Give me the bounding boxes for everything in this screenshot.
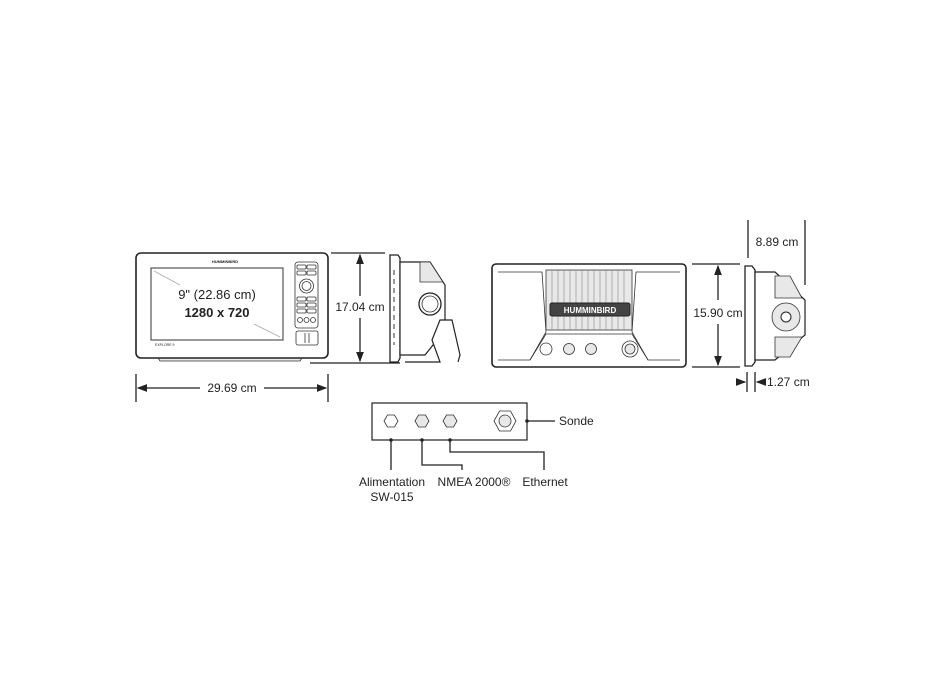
back-height-label: 15.90 cm xyxy=(693,306,742,320)
width-label: 29.69 cm xyxy=(207,381,256,395)
ethernet-label: Ethernet xyxy=(522,475,568,489)
back-view: HUMMINBIRD xyxy=(491,263,687,368)
height-dimension-front: 17.04 cm xyxy=(310,252,400,364)
ethernet-connector xyxy=(442,414,458,428)
power-label: Alimentation xyxy=(359,475,425,489)
resolution-label: 1280 x 720 xyxy=(184,305,249,320)
power-connector xyxy=(383,414,399,428)
screen xyxy=(150,267,284,341)
connector-panel: Alimentation SW-015 NMEA 2000® Ethernet … xyxy=(359,402,594,504)
power-cable-label: SW-015 xyxy=(370,490,413,504)
brand-logo-back: HUMMINBIRD xyxy=(564,306,617,315)
model-label: EXPLORE 9 xyxy=(155,343,175,347)
side-view-flush xyxy=(744,265,806,367)
bezel-depth-label: 1.27 cm xyxy=(767,375,810,389)
height-dimension-back: 15.90 cm xyxy=(692,263,743,368)
brand-logo: HUMMINBIRD xyxy=(212,259,238,264)
sonar-connector xyxy=(493,410,517,432)
depth-label: 8.89 cm xyxy=(756,235,799,249)
width-dimension: 29.69 cm xyxy=(135,374,329,402)
keypad xyxy=(294,261,319,346)
sonar-label: Sonde xyxy=(559,414,594,428)
nmea-label: NMEA 2000® xyxy=(438,475,511,489)
depth-dimension: 8.89 cm xyxy=(747,220,806,285)
front-view: HUMMINBIRD EXPLORE 9 9" (22.86 cm) 1280 … xyxy=(135,252,329,362)
side-view-mounted xyxy=(389,254,461,363)
nmea-connector xyxy=(414,414,430,428)
height-label: 17.04 cm xyxy=(335,300,384,314)
bezel-depth-dimension: 1.27 cm xyxy=(735,372,810,392)
screen-size-label: 9" (22.86 cm) xyxy=(178,287,256,302)
